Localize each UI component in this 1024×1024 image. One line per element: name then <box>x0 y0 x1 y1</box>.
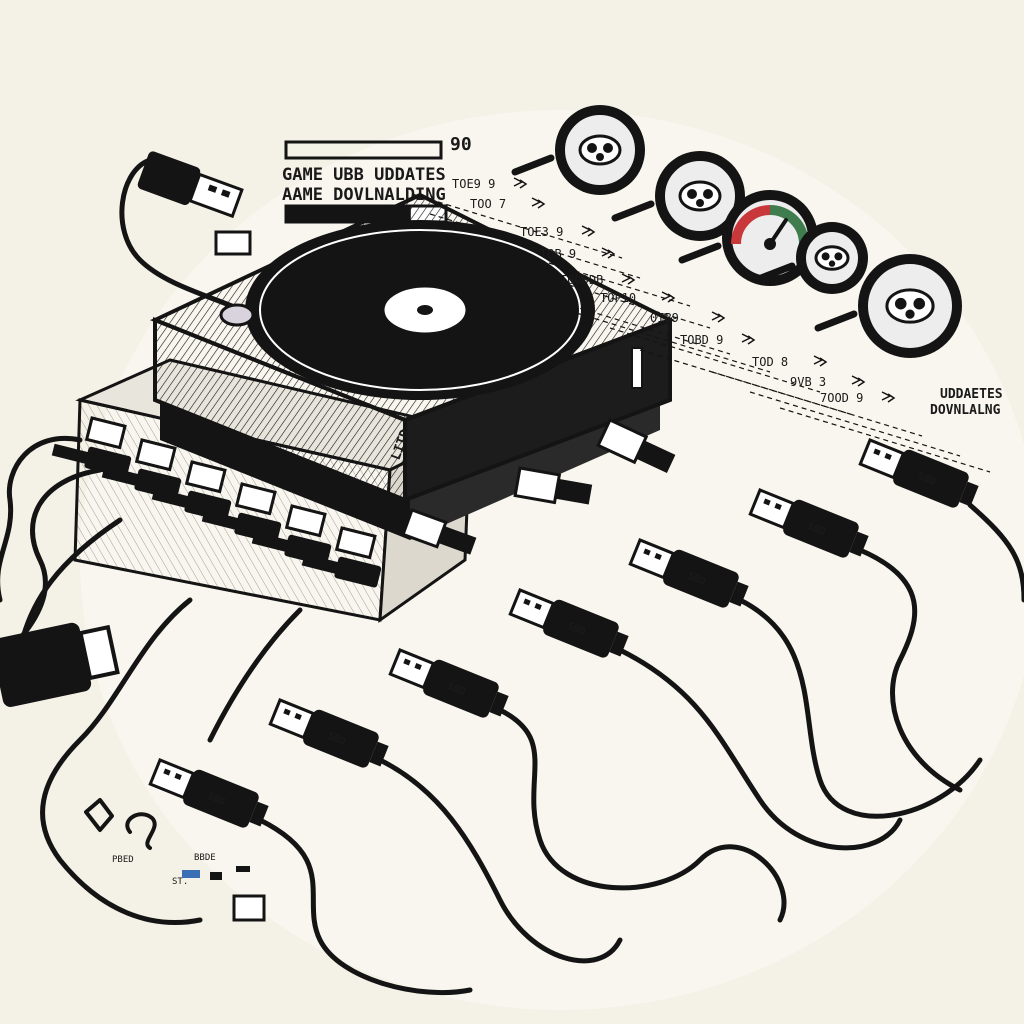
list-row-bracket-icon <box>711 311 726 323</box>
legend-label-1: PBED <box>112 855 134 865</box>
usb-plug: SBD <box>388 648 509 718</box>
list-row: TOB 9 <box>499 247 711 329</box>
bottom-left-legend: PBED BBDE ST. <box>84 798 266 922</box>
legend-port-icon <box>232 894 266 922</box>
legend-swatch-blue <box>182 870 200 878</box>
list-row-label: 9VB 3 <box>790 375 826 389</box>
list-row: TOE3 9 <box>479 225 691 307</box>
left-cables <box>0 436 303 925</box>
list-row: TOODDB <box>519 273 731 355</box>
usb-cable <box>617 647 903 851</box>
list-row-label: TOP10 <box>600 291 636 305</box>
usb-cable <box>377 757 623 964</box>
list-row-label: TOE9 9 <box>452 177 495 191</box>
hub-port <box>301 526 382 588</box>
controller-gauge <box>611 151 745 241</box>
list-row-label: 7OOD 9 <box>820 391 863 405</box>
list-row-bracket-icon <box>581 225 596 237</box>
list-row-bracket-icon <box>601 247 616 259</box>
list-row-label: TOB 9 <box>540 247 576 261</box>
small-port-icon <box>214 230 252 256</box>
list-row-label: 0IB9 <box>650 311 679 325</box>
legend-label-3: ST. <box>172 877 188 887</box>
list-row-label: TOBD 9 <box>680 333 723 347</box>
usb-plug: SBD <box>148 758 269 828</box>
usb-plug: SBD <box>628 538 749 608</box>
front-slot-icon <box>631 347 643 389</box>
usb-cable <box>737 597 983 819</box>
list-row-bracket-icon <box>881 391 896 403</box>
list-row: TOP10 <box>559 291 771 373</box>
list-row-label: TOE3 9 <box>520 225 563 239</box>
controller-gauge <box>752 222 868 294</box>
side-caption-line-1: UDDAETES <box>940 387 1003 402</box>
download-list: TOE9 9 TOO 7 TOE3 9 TOB 9 TOODDB TOP10 0IB9TOB… <box>411 177 991 473</box>
list-row-bracket-icon <box>813 355 828 367</box>
list-row: TOBD 9 <box>639 333 851 415</box>
usb-plug: SBD <box>508 588 629 658</box>
controller-gauge <box>511 105 645 195</box>
list-row-bracket-icon <box>621 273 636 285</box>
list-row-label: TOD 8 <box>752 355 788 369</box>
list-row-label: TOODDB <box>560 273 603 287</box>
legend-swatch-small <box>236 866 250 872</box>
usb-cable <box>257 817 473 995</box>
list-row: TOE9 9 <box>411 177 623 259</box>
gamepad-icon <box>678 180 722 212</box>
gamepad-icon <box>885 288 935 324</box>
list-row-bracket-icon <box>851 375 866 387</box>
list-row: TOD 8 <box>711 355 923 437</box>
list-row-bracket-icon <box>661 291 676 303</box>
usb-cables <box>257 502 1024 995</box>
list-row: 7OOD 9 <box>779 391 991 473</box>
list-row: TOO 7 <box>429 197 641 279</box>
console-device: LITD <box>149 192 676 555</box>
legend-swatch-black <box>210 872 222 880</box>
usb-cable <box>497 707 787 923</box>
controller-gauge <box>814 254 962 358</box>
list-row-bracket-icon <box>513 177 528 189</box>
controller-gauges <box>511 105 962 358</box>
progress-bar-top <box>284 140 443 160</box>
hub-port-row <box>51 416 382 588</box>
usb-cable <box>857 547 963 793</box>
side-caption: UDDAETES DOVNLALNG <box>930 387 1003 418</box>
gamepad-icon <box>578 134 622 166</box>
status-line-1: GAME UBB UDDATES <box>282 165 446 185</box>
list-row: 0IB9 <box>609 311 821 393</box>
side-caption-line-2: DOVNLALNG <box>930 403 1001 418</box>
usb-cable <box>967 502 1024 603</box>
usb-plug: SBD <box>268 698 389 768</box>
power-button-icon <box>219 303 255 327</box>
list-row-label: TOO 7 <box>470 197 506 211</box>
list-row: 9VB 3 <box>749 375 961 457</box>
list-row-bracket-icon <box>741 333 756 345</box>
progress-counter: 90 <box>450 134 472 155</box>
gamepad-icon <box>814 245 850 271</box>
usb-plug: SBD <box>748 488 869 558</box>
legend-label-2: BBDE <box>194 853 216 863</box>
usb-plug: SBD <box>858 438 979 508</box>
list-row-bracket-icon <box>531 197 546 209</box>
